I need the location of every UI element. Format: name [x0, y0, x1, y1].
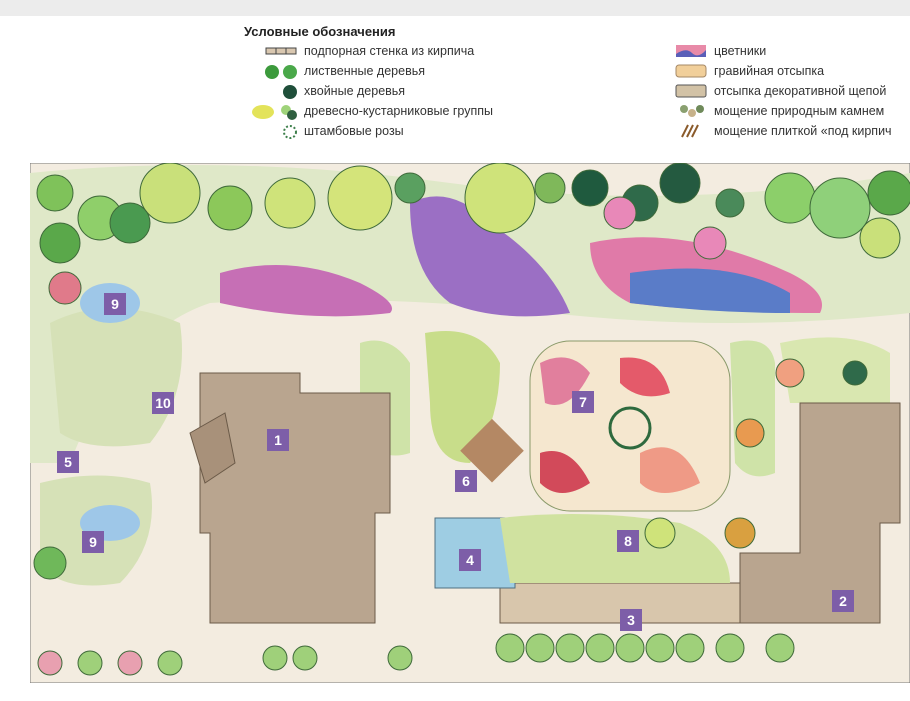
house-guest: [739, 402, 901, 624]
tree-icon: [715, 188, 745, 218]
tree-icon: [264, 177, 316, 229]
tree-icon: [775, 358, 805, 388]
bed: [780, 337, 890, 403]
legend-label: штамбовые розы: [304, 124, 404, 138]
garden-plan: 9 10 5 9 1 6 4 7 8 3 2: [29, 162, 910, 684]
tree-icon: [33, 546, 67, 580]
brick-tile-paving-icon: [674, 124, 708, 138]
tree-icon: [109, 202, 151, 244]
plan-label-8: 8: [617, 530, 639, 552]
standard-rose-icon: [264, 124, 298, 139]
tree-icon: [292, 645, 318, 671]
legend-label: отсыпка декоративной щепой: [714, 84, 887, 98]
legend-item-gravel: гравийная отсыпка: [674, 64, 824, 78]
tree-icon: [659, 162, 701, 204]
tree-icon: [585, 633, 615, 663]
legend-title: Условные обозначения: [244, 24, 396, 39]
house-main: [199, 372, 391, 624]
plan-label-9b: 9: [82, 531, 104, 553]
brick-paving: [460, 418, 524, 483]
natural-stone-paving-icon: [674, 104, 708, 118]
legend-item-shrubs: древесно-кустарниковые группы: [252, 104, 494, 120]
tree-icon: [207, 185, 253, 231]
legend: Условные обозначения подпорная стенка из…: [244, 24, 910, 144]
tree-icon: [394, 172, 426, 204]
tree-icon: [867, 170, 910, 216]
shrub-group-icon: [252, 104, 298, 120]
tree-icon: [615, 633, 645, 663]
tree-icon: [37, 650, 63, 676]
conifer-tree-icon: [264, 84, 298, 99]
tree-icon: [765, 633, 795, 663]
tree-icon: [117, 650, 143, 676]
tree-icon: [764, 172, 816, 224]
tree-icon: [157, 650, 183, 676]
planting-band: [30, 165, 910, 463]
legend-item-roses: штамбовые розы: [264, 124, 404, 139]
tree-icon: [139, 162, 201, 224]
plan-label-10: 10: [152, 392, 174, 414]
tree-icon: [693, 226, 727, 260]
flowerbed-icon: [674, 44, 708, 58]
legend-item-flowerbeds: цветники: [674, 44, 766, 58]
legend-label: древесно-кустарниковые группы: [304, 104, 494, 118]
tree-icon: [859, 217, 901, 259]
tree-icon: [724, 517, 756, 549]
tree-icon: [715, 633, 745, 663]
tree-icon: [39, 222, 81, 264]
gravel-fill-icon: [674, 64, 708, 78]
legend-item-woodchip: отсыпка декоративной щепой: [674, 84, 886, 98]
tree-icon: [571, 169, 609, 207]
tree-icon: [555, 633, 585, 663]
legend-item-brick-tile: мощение плиткой «под кирпич: [674, 124, 892, 138]
tree-icon: [495, 633, 525, 663]
plan-label-7: 7: [572, 391, 594, 413]
plan-label-3: 3: [620, 609, 642, 631]
tree-icon: [464, 162, 536, 234]
plan-label-1: 1: [267, 429, 289, 451]
legend-label: подпорная стенка из кирпича: [304, 44, 475, 58]
plan-label-2: 2: [832, 590, 854, 612]
flowerbed: [220, 265, 392, 317]
flowerbed: [630, 268, 790, 313]
tree-icon: [77, 650, 103, 676]
legend-item-conifer: хвойные деревья: [264, 84, 406, 99]
legend-item-wall: подпорная стенка из кирпича: [264, 44, 474, 58]
tree-icon: [645, 633, 675, 663]
tree-icon: [36, 174, 74, 212]
legend-label: цветники: [714, 44, 767, 58]
legend-label: гравийная отсыпка: [714, 64, 825, 78]
tree-icon: [48, 271, 82, 305]
top-bar: [0, 0, 910, 16]
wood-chip-fill-icon: [674, 84, 708, 98]
tree-icon: [262, 645, 288, 671]
legend-item-stone: мощение природным камнем: [674, 104, 884, 118]
deciduous-tree-icon: [264, 64, 298, 79]
tree-icon: [534, 172, 566, 204]
flowerbed: [410, 196, 570, 317]
garden-plan-drawing: [29, 162, 910, 684]
tree-icon: [675, 633, 705, 663]
central-feature: [608, 406, 652, 450]
tree-icon: [603, 196, 637, 230]
legend-label: хвойные деревья: [304, 84, 406, 98]
legend-label: мощение плиткой «под кирпич: [714, 124, 892, 138]
plan-label-6: 6: [455, 470, 477, 492]
tree-icon: [735, 418, 765, 448]
brick-retaining-wall-icon: [264, 44, 298, 58]
tree-icon: [387, 645, 413, 671]
legend-label: мощение природным камнем: [714, 104, 885, 118]
bed: [730, 340, 775, 477]
tree-icon: [525, 633, 555, 663]
legend-item-deciduous: лиственные деревья: [264, 64, 425, 79]
legend-label: лиственные деревья: [304, 64, 425, 78]
tree-icon: [644, 517, 676, 549]
plan-label-5: 5: [57, 451, 79, 473]
plan-label-9: 9: [104, 293, 126, 315]
rock-garden: [50, 308, 182, 447]
tree-icon: [842, 360, 868, 386]
plan-label-4: 4: [459, 549, 481, 571]
tree-icon: [327, 165, 393, 231]
tree-icon: [809, 177, 871, 239]
